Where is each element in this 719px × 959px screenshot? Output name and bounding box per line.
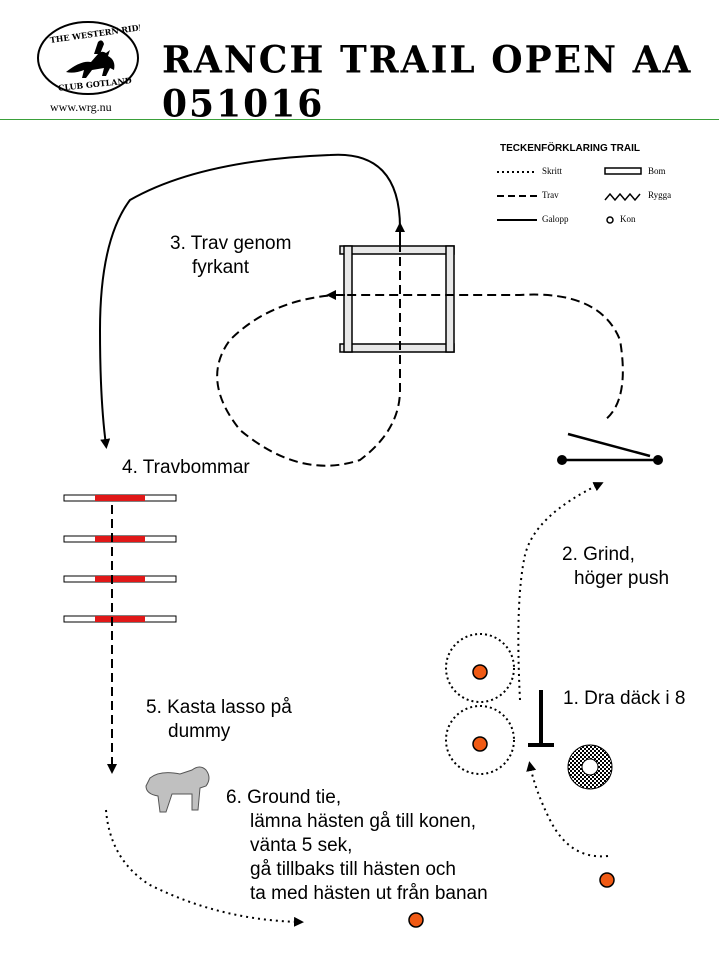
legend-label-galopp: Galopp <box>542 214 569 224</box>
lope-path <box>98 153 401 449</box>
walk-path-start <box>526 761 609 858</box>
cone-icon <box>472 664 488 680</box>
legend-cone-icon <box>606 216 614 224</box>
cone-icon <box>472 736 488 752</box>
tire-figure-eight <box>445 633 515 775</box>
trot-path-square <box>216 293 624 467</box>
trot-pole <box>63 575 177 583</box>
page-title: RANCH TRAIL OPEN AA 051016 <box>162 37 693 127</box>
legend-label-skritt: Skritt <box>542 166 563 176</box>
club-logo: THE WESTERN RIDERS CLUB GOTLAND <box>37 20 140 95</box>
station-4-label: 4. Travbommar <box>122 457 250 478</box>
trot-poles <box>63 494 177 623</box>
station-2-label: 2. Grind, höger push <box>562 544 670 589</box>
trot-pole <box>63 494 177 502</box>
header-divider <box>0 119 719 120</box>
gate-obstacle <box>557 432 663 465</box>
legend-label-trav: Trav <box>542 190 559 200</box>
trot-pole <box>63 535 177 543</box>
legend-label-rygga: Rygga <box>648 190 672 200</box>
legend-label-bom: Bom <box>648 166 666 176</box>
start-cone-icon <box>599 872 615 888</box>
legend-backup-icon <box>604 192 641 202</box>
dummy-sheep-icon <box>145 766 210 813</box>
station-3-label: 3. Trav genom fyrkant <box>170 233 292 278</box>
walk-path-exit <box>105 809 304 927</box>
station-5-label: 5. Kasta lasso på dummy <box>146 697 292 742</box>
legend <box>497 167 642 224</box>
ground-tie-cone-icon <box>408 912 424 928</box>
legend-label-kon: Kon <box>620 214 636 224</box>
trot-pole <box>63 615 177 623</box>
site-url: www.wrg.nu <box>50 100 112 114</box>
station-6-label: 6. Ground tie, lämna hästen gå till kone… <box>226 787 488 904</box>
station-1-label: 1. Dra däck i 8 <box>563 688 686 709</box>
legend-title: TECKENFÖRKLARING TRAIL <box>500 143 640 154</box>
horse-rider-icon <box>66 50 115 78</box>
legend-pole-icon <box>604 167 642 175</box>
walk-path-gate <box>517 482 604 701</box>
square-obstacle <box>339 245 455 353</box>
